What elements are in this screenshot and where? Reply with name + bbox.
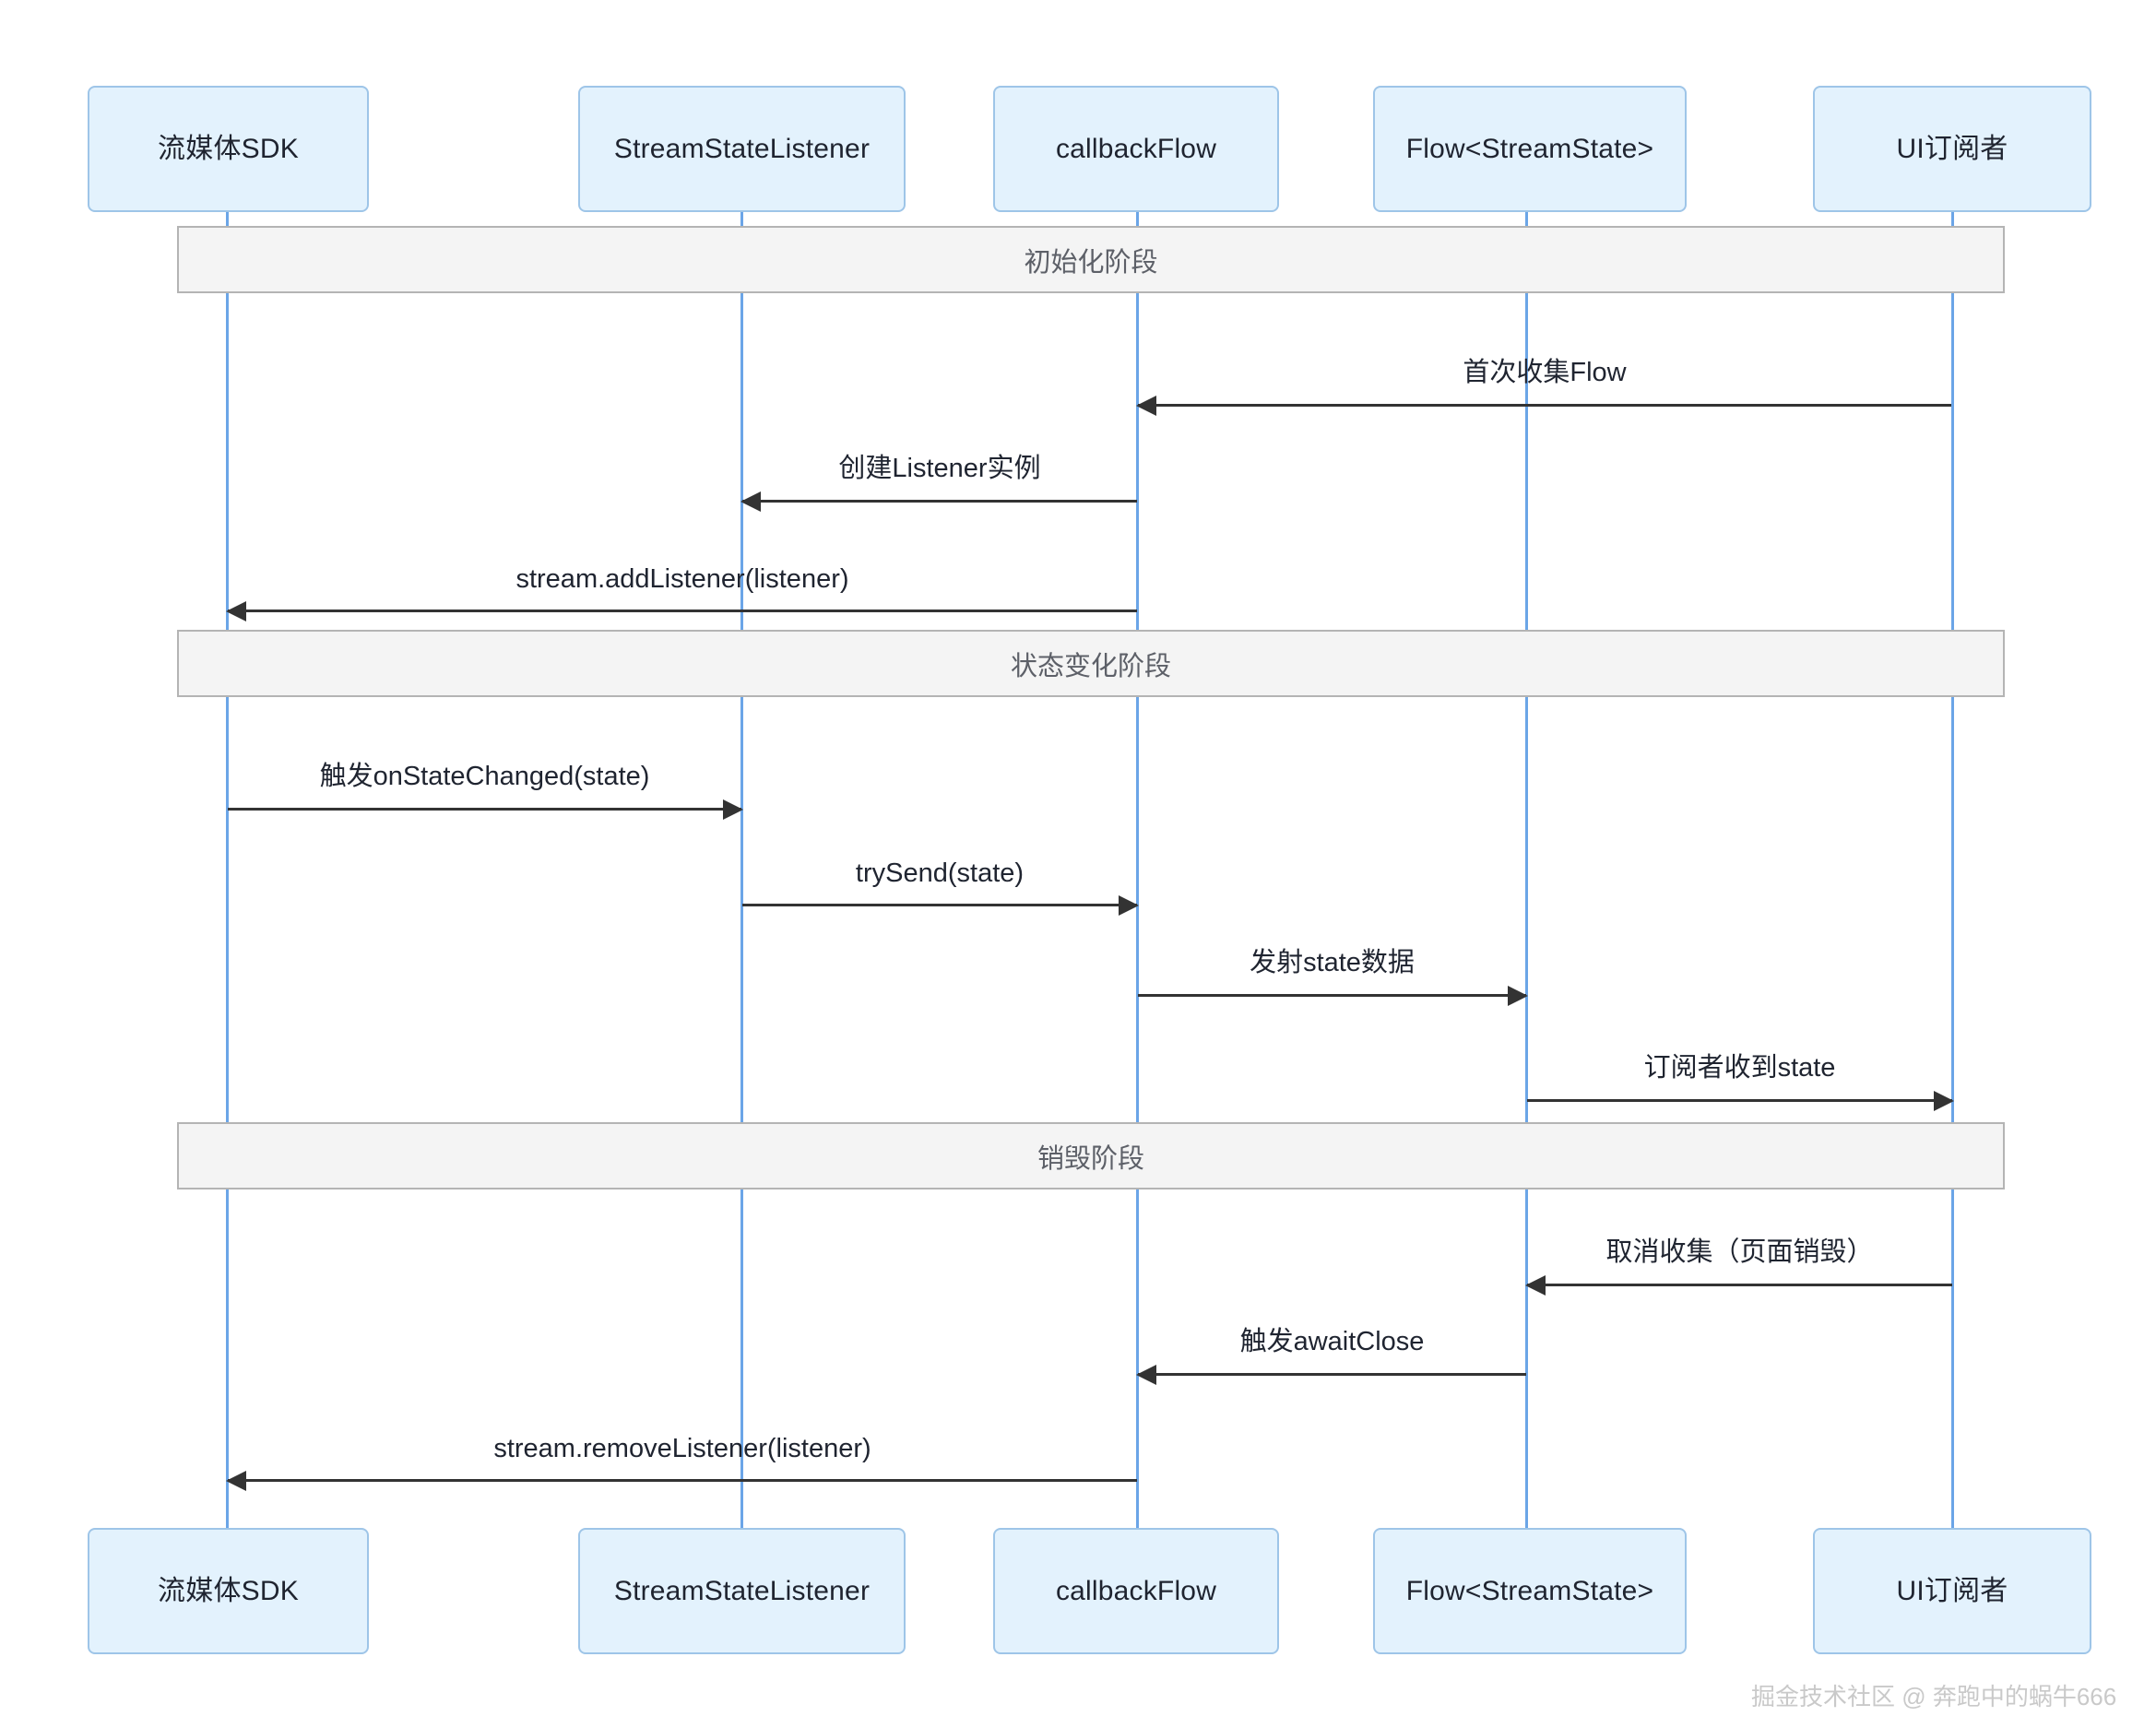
participant-label: Flow<StreamState>: [1405, 1575, 1654, 1606]
arrowhead-left-icon: [740, 491, 761, 512]
message-label: 触发onStateChanged(state): [319, 762, 650, 791]
message-line: [1527, 1284, 1952, 1286]
participant-label: 流媒体SDK: [158, 1575, 299, 1606]
lifeline-sdk: [226, 212, 229, 1533]
phase-label: 销毁阶段: [1037, 1143, 1144, 1174]
lifeline-flow: [1525, 212, 1528, 1533]
message-label: 发射state数据: [1250, 948, 1415, 977]
arrowhead-left-icon: [1136, 1365, 1156, 1385]
message-line: [228, 610, 1137, 612]
arrowhead-right-icon: [1934, 1091, 1954, 1111]
participant-label: UI订阅者: [1896, 1575, 2008, 1606]
message-line: [1138, 1373, 1526, 1376]
participant-top-listener[interactable]: StreamStateListener: [578, 86, 906, 212]
message-label: 触发awaitClose: [1239, 1327, 1425, 1356]
lifeline-callbackflow: [1136, 212, 1139, 1533]
participant-label: Flow<StreamState>: [1405, 133, 1654, 164]
participant-label: callbackFlow: [1055, 1575, 1217, 1606]
message-label: 创建Listener实例: [838, 454, 1041, 483]
phase-band-destroy: 销毁阶段: [177, 1122, 2005, 1189]
participant-bottom-listener[interactable]: StreamStateListener: [578, 1528, 906, 1654]
participant-bottom-callbackflow[interactable]: callbackFlow: [993, 1528, 1279, 1654]
arrowhead-left-icon: [226, 1471, 246, 1491]
participant-top-ui[interactable]: UI订阅者: [1813, 86, 2091, 212]
message-line: [228, 808, 741, 811]
message-line: [228, 1479, 1137, 1482]
phase-label: 状态变化阶段: [1010, 651, 1171, 681]
message-label: 订阅者收到state: [1643, 1053, 1836, 1083]
phase-band-state-change: 状态变化阶段: [177, 630, 2005, 697]
participant-label: UI订阅者: [1896, 133, 2008, 164]
phase-band-init: 初始化阶段: [177, 226, 2005, 293]
participant-top-sdk[interactable]: 流媒体SDK: [88, 86, 369, 212]
participant-bottom-sdk[interactable]: 流媒体SDK: [88, 1528, 369, 1654]
message-line: [1527, 1099, 1952, 1102]
watermark: 掘金技术社区 @ 奔跑中的蜗牛666: [1751, 1683, 2117, 1710]
arrowhead-left-icon: [1136, 396, 1156, 416]
message-line: [1138, 994, 1526, 997]
participant-bottom-flow[interactable]: Flow<StreamState>: [1373, 1528, 1687, 1654]
lifeline-listener: [740, 212, 743, 1533]
participant-top-callbackflow[interactable]: callbackFlow: [993, 86, 1279, 212]
message-label: 首次收集Flow: [1463, 358, 1627, 387]
participant-label: StreamStateListener: [613, 1575, 871, 1606]
arrowhead-left-icon: [1525, 1275, 1546, 1296]
message-line: [742, 904, 1137, 906]
participant-label: callbackFlow: [1055, 133, 1217, 164]
message-label: trySend(state): [855, 858, 1025, 888]
message-label: 取消收集（页面销毁）: [1605, 1237, 1874, 1267]
participant-top-flow[interactable]: Flow<StreamState>: [1373, 86, 1687, 212]
arrowhead-right-icon: [1119, 895, 1139, 916]
participant-bottom-ui[interactable]: UI订阅者: [1813, 1528, 2091, 1654]
message-label: stream.addListener(listener): [515, 564, 849, 594]
lifeline-ui: [1951, 212, 1954, 1533]
participant-label: 流媒体SDK: [158, 133, 299, 164]
message-line: [1138, 404, 1951, 407]
phase-label: 初始化阶段: [1024, 247, 1158, 278]
message-label: stream.removeListener(listener): [493, 1434, 871, 1463]
arrowhead-left-icon: [226, 601, 246, 621]
message-line: [742, 500, 1137, 503]
participant-label: StreamStateListener: [613, 133, 871, 164]
arrowhead-right-icon: [1508, 986, 1528, 1006]
arrowhead-right-icon: [723, 799, 743, 820]
